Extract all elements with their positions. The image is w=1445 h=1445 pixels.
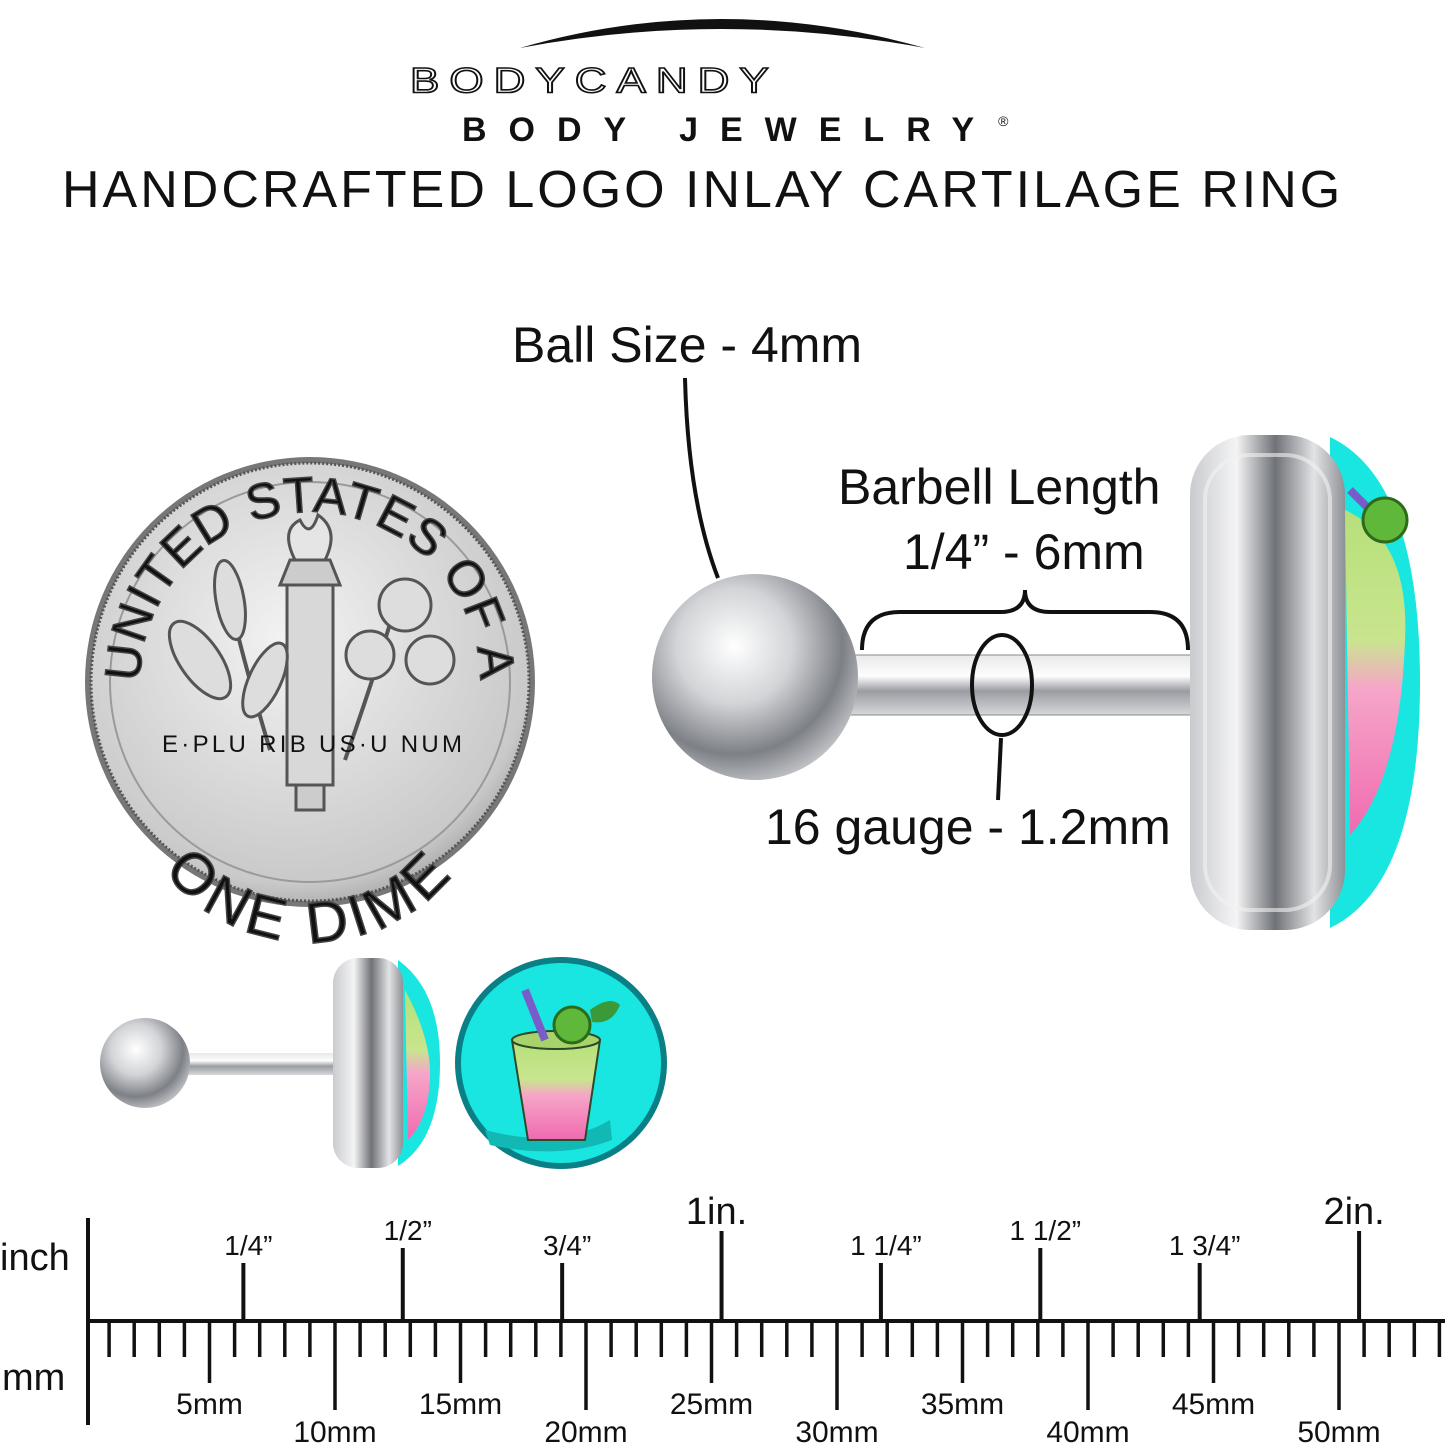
gauge-ring [970, 633, 1034, 737]
product-title: HANDCRAFTED LOGO INLAY CARTILAGE RING [62, 161, 1344, 219]
length-brace [860, 589, 1190, 651]
inch-axis-label: inch [0, 1237, 70, 1279]
gauge-pointer-line [996, 737, 1003, 801]
inch-label: 1 1/4” [850, 1230, 922, 1261]
small-barbell [100, 958, 440, 1168]
inch-label: 1in. [686, 1191, 747, 1233]
logo-arc [520, 19, 925, 48]
mm-label: 25mm [670, 1388, 753, 1421]
brand-logo: BODYCANDY [409, 60, 779, 101]
large-barbell [652, 435, 1420, 930]
inch-label: 1/2” [384, 1215, 432, 1246]
ruler: inch mm 5mm 10mm 15mm 20mm 25mm 30mm 35mm 40mm 4… [0, 1191, 1445, 1445]
mm-label: 15mm [419, 1388, 502, 1421]
mm-label: 5mm [176, 1388, 243, 1421]
barbell-length-label: Barbell Length [838, 459, 1161, 515]
inch-label: 3/4” [543, 1230, 591, 1261]
registered-mark: ® [998, 113, 1009, 129]
mm-label: 35mm [921, 1388, 1004, 1421]
mm-axis-label: mm [2, 1357, 65, 1399]
inch-label: 2in. [1323, 1191, 1384, 1233]
brand-subtitle-row: BODY JEWELRY ® [462, 111, 1009, 149]
ball-size-label: Ball Size - 4mm [512, 317, 863, 373]
barbell-length-value: 1/4” - 6mm [903, 524, 1145, 580]
inch-label: 1 3/4” [1169, 1230, 1241, 1261]
coin-motto: E·PLU RIB US·U NUM [162, 731, 462, 758]
mm-label: 10mm [293, 1416, 376, 1445]
ball-pointer-line [683, 377, 720, 579]
brand-subtitle: BODY JEWELRY [462, 111, 997, 149]
dime-coin: UNITED STATES OF AMERICA ONE DIME E·PLU … [0, 0, 535, 957]
mm-label: 20mm [544, 1416, 627, 1445]
mm-label: 40mm [1046, 1416, 1129, 1445]
inlay-front-view [455, 957, 667, 1169]
gauge-label: 16 gauge - 1.2mm [765, 799, 1171, 855]
mm-label: 30mm [795, 1416, 878, 1445]
mm-label: 45mm [1172, 1388, 1255, 1421]
inch-label: 1/4” [224, 1230, 272, 1261]
inch-label: 1 1/2” [1010, 1215, 1082, 1246]
mm-label: 50mm [1297, 1416, 1380, 1445]
